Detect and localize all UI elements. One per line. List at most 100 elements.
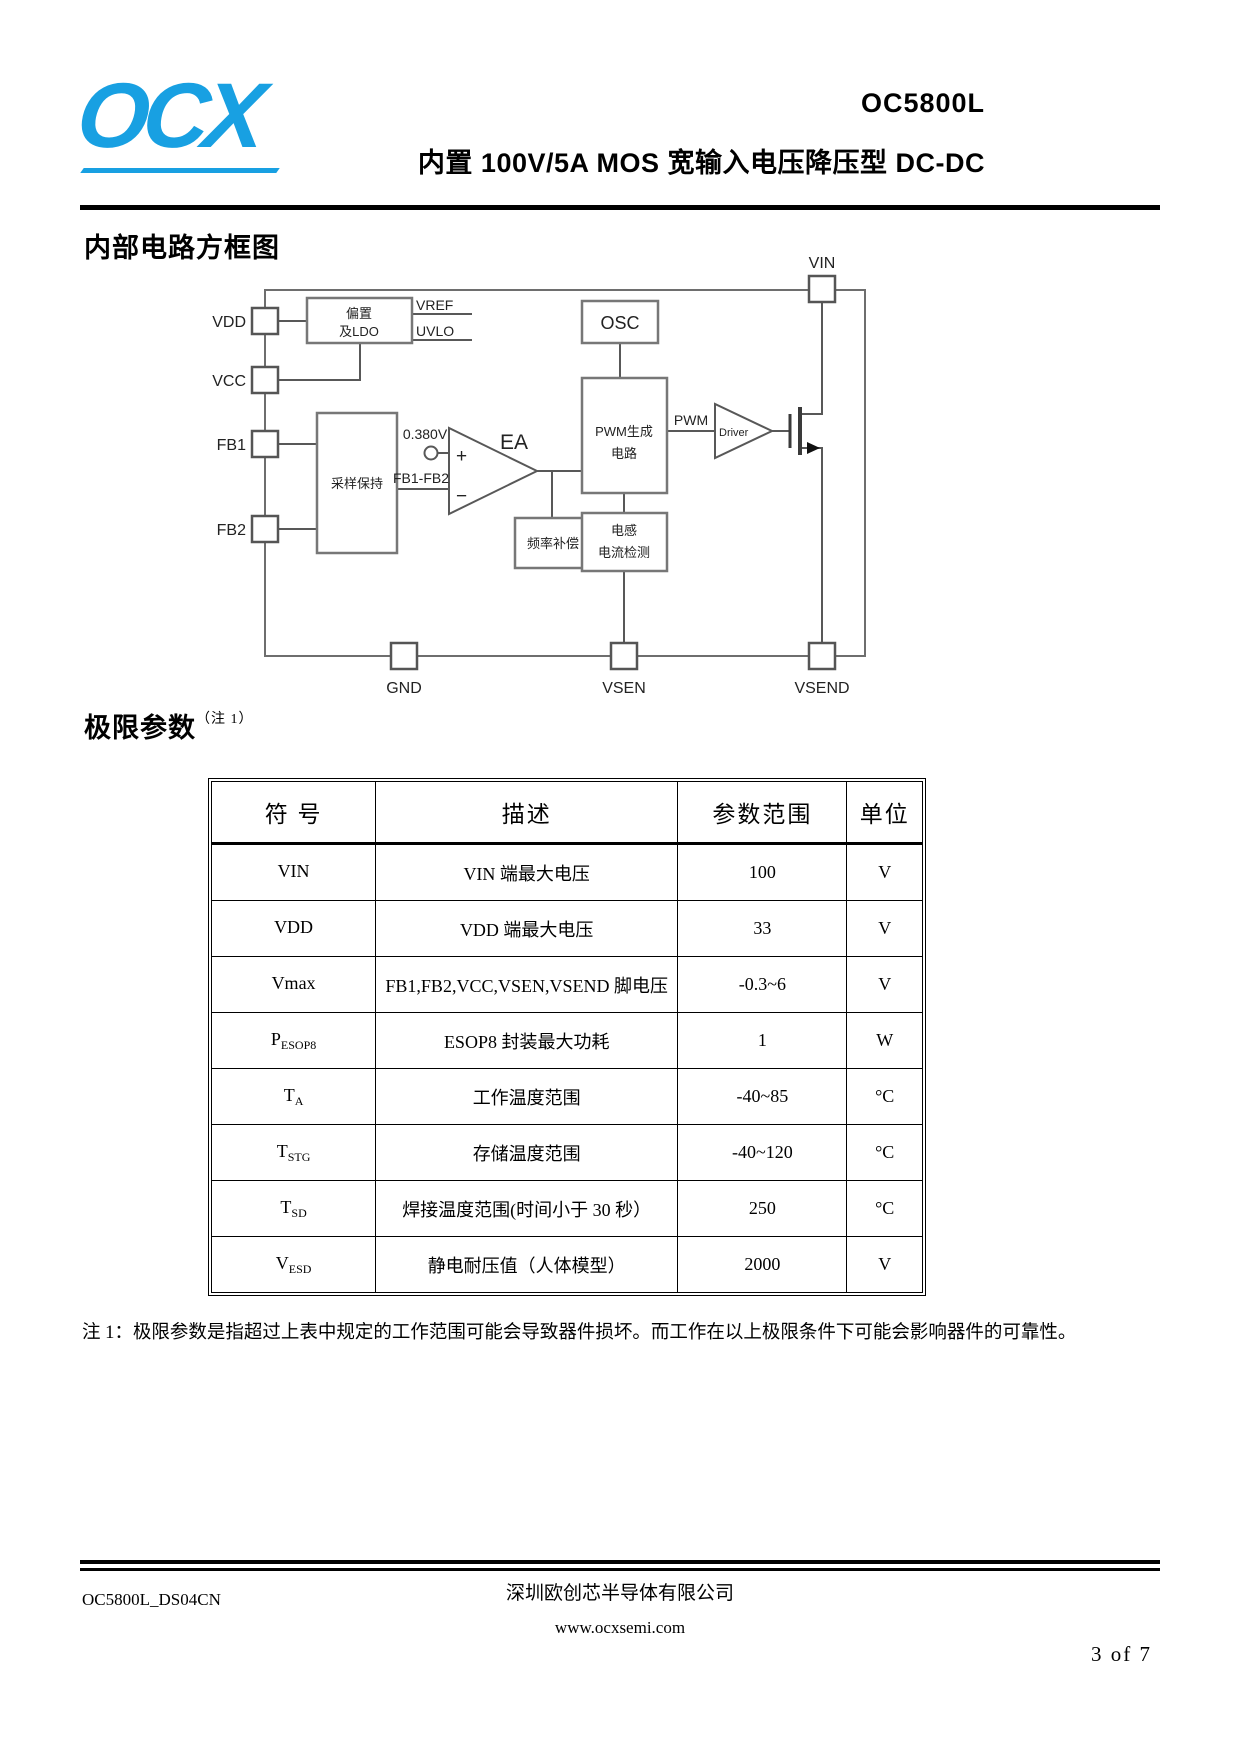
cell-description: FB1,FB2,VCC,VSEN,VSEND 脚电压	[375, 956, 679, 1013]
sample-hold-block	[315, 411, 399, 555]
cell-description: 静电耐压值（人体模型）	[375, 1236, 679, 1293]
limits-title-note-ref: （注 1）	[196, 712, 254, 727]
cell-unit: W	[846, 1012, 923, 1069]
cell-unit: °C	[846, 1068, 923, 1125]
col-header-unit: 单位	[846, 781, 923, 845]
footer-rule	[80, 1560, 1160, 1571]
chip-pins	[250, 274, 837, 671]
section-title-limits: 极限参数（注 1）	[84, 706, 254, 745]
ind-sense-label-2: 电流检测	[598, 545, 650, 560]
cell-unit: V	[846, 956, 923, 1013]
cell-symbol: Vmax	[210, 956, 377, 1013]
diagram-blocks	[305, 296, 669, 573]
table-row: PESOP8 ESOP8 封装最大功耗 1 W	[210, 1012, 923, 1069]
fb-diff-label: FB1-FB2	[393, 470, 449, 486]
cell-symbol: TSD	[210, 1180, 377, 1237]
cell-description: VIN 端最大电压	[375, 843, 679, 901]
bias-label-1: 偏置	[346, 306, 372, 321]
pin-fb1	[250, 429, 280, 459]
cell-description: VDD 端最大电压	[375, 900, 679, 957]
pwm-gen-label-1: PWM生成	[595, 424, 653, 439]
limits-title-text: 极限参数	[84, 713, 196, 743]
logo-underline	[80, 168, 280, 173]
cell-range: 250	[677, 1180, 848, 1237]
pin-label-vcc: VCC	[212, 373, 246, 390]
part-number: OC5800L	[860, 88, 985, 118]
sample-hold-label: 采样保持	[331, 476, 383, 491]
pin-label-fb1: FB1	[217, 437, 246, 454]
ref-voltage-label: 0.380V	[403, 426, 448, 442]
osc-label: OSC	[600, 313, 639, 333]
cell-description: ESOP8 封装最大功耗	[375, 1012, 679, 1069]
cell-description: 焊接温度范围(时间小于 30 秒）	[375, 1180, 679, 1237]
pin-fb2	[250, 514, 280, 544]
pin-gnd	[389, 641, 419, 671]
pin-label-vdd: VDD	[212, 314, 246, 331]
bias-label-2: 及LDO	[339, 324, 379, 339]
limits-table: 符 号 描述 参数范围 单位 VIN VIN 端最大电压 100 V VDD V…	[210, 781, 923, 1293]
cell-unit: V	[846, 1236, 923, 1293]
footer-company: 深圳欧创芯半导体有限公司	[505, 1583, 734, 1604]
pin-vsen	[609, 641, 639, 671]
cell-range: 1	[677, 1012, 848, 1069]
header-right: OC5800L 内置 100V/5A MOS 宽输入电压降压型 DC-DC	[418, 88, 985, 180]
cell-symbol: VDD	[210, 900, 377, 957]
pin-label-vsen: VSEN	[602, 680, 646, 696]
ref-node-circle	[423, 445, 439, 461]
cell-range: 100	[677, 843, 848, 901]
freq-comp-label: 频率补偿	[527, 536, 579, 551]
cell-symbol: VIN	[210, 843, 377, 901]
footer-doc-code: OC5800L_DS04CN	[82, 1590, 221, 1609]
pin-vdd	[250, 306, 280, 336]
pwm-signal-label: PWM	[674, 412, 708, 428]
inductor-sense-block	[580, 511, 669, 573]
col-header-symbol: 符 号	[210, 781, 377, 845]
uvlo-label: UVLO	[416, 323, 454, 339]
cell-symbol: VESD	[210, 1236, 377, 1293]
table-row: VESD 静电耐压值（人体模型） 2000 V	[210, 1236, 923, 1293]
cell-range: 2000	[677, 1236, 848, 1293]
pin-label-vin: VIN	[809, 255, 836, 272]
ind-sense-label-1: 电感	[611, 523, 637, 538]
table-row: VDD VDD 端最大电压 33 V	[210, 900, 923, 957]
pin-label-fb2: FB2	[217, 522, 246, 539]
table-row: Vmax FB1,FB2,VCC,VSEN,VSEND 脚电压 -0.3~6 V	[210, 956, 923, 1013]
pin-vin	[807, 274, 837, 304]
error-amp-label: EA	[500, 431, 528, 454]
pin-label-vsend: VSEND	[794, 680, 849, 696]
col-header-description: 描述	[375, 781, 679, 845]
cell-unit: °C	[846, 1180, 923, 1237]
table-row: TSD 焊接温度范围(时间小于 30 秒） 250 °C	[210, 1180, 923, 1237]
block-diagram: VIN VDD VCC FB1 FB2 GND VSEN VSEND 偏置 及L…	[212, 246, 892, 701]
section-title-block-diagram: 内部电路方框图	[84, 233, 280, 263]
plus-sign: +	[456, 446, 467, 467]
mosfet-symbol	[788, 407, 820, 455]
table-row: TSTG 存储温度范围 -40~120 °C	[210, 1124, 923, 1181]
limits-note: 注 1：极限参数是指超过上表中规定的工作范围可能会导致器件损坏。而工作在以上极限…	[82, 1323, 1077, 1343]
footer-page-number: 3 of 7	[1091, 1642, 1152, 1666]
pwm-gen-block	[580, 376, 669, 495]
cell-range: -0.3~6	[677, 956, 848, 1013]
pin-label-gnd: GND	[386, 680, 422, 696]
pin-vsend	[807, 641, 837, 671]
error-amp-triangle	[448, 426, 540, 516]
limits-table-wrap: 符 号 描述 参数范围 单位 VIN VIN 端最大电压 100 V VDD V…	[208, 778, 926, 1296]
table-row: TA 工作温度范围 -40~85 °C	[210, 1068, 923, 1125]
header-rule	[80, 205, 1160, 210]
col-header-range: 参数范围	[677, 781, 848, 845]
driver-label: Driver	[719, 427, 749, 439]
cell-unit: °C	[846, 1124, 923, 1181]
cell-range: -40~120	[677, 1124, 848, 1181]
minus-sign: −	[456, 486, 467, 507]
cell-description: 存储温度范围	[375, 1124, 679, 1181]
block-diagram-svg: VIN VDD VCC FB1 FB2 GND VSEN VSEND 偏置 及L…	[212, 255, 866, 697]
bias-ldo-block	[305, 296, 414, 345]
cell-range: -40~85	[677, 1068, 848, 1125]
cell-symbol: TSTG	[210, 1124, 377, 1181]
osc-block	[580, 299, 660, 345]
diagram-wires	[278, 302, 823, 643]
vref-label: VREF	[416, 297, 453, 313]
logo-text: OCX	[72, 65, 265, 167]
driver-triangle	[714, 402, 775, 460]
